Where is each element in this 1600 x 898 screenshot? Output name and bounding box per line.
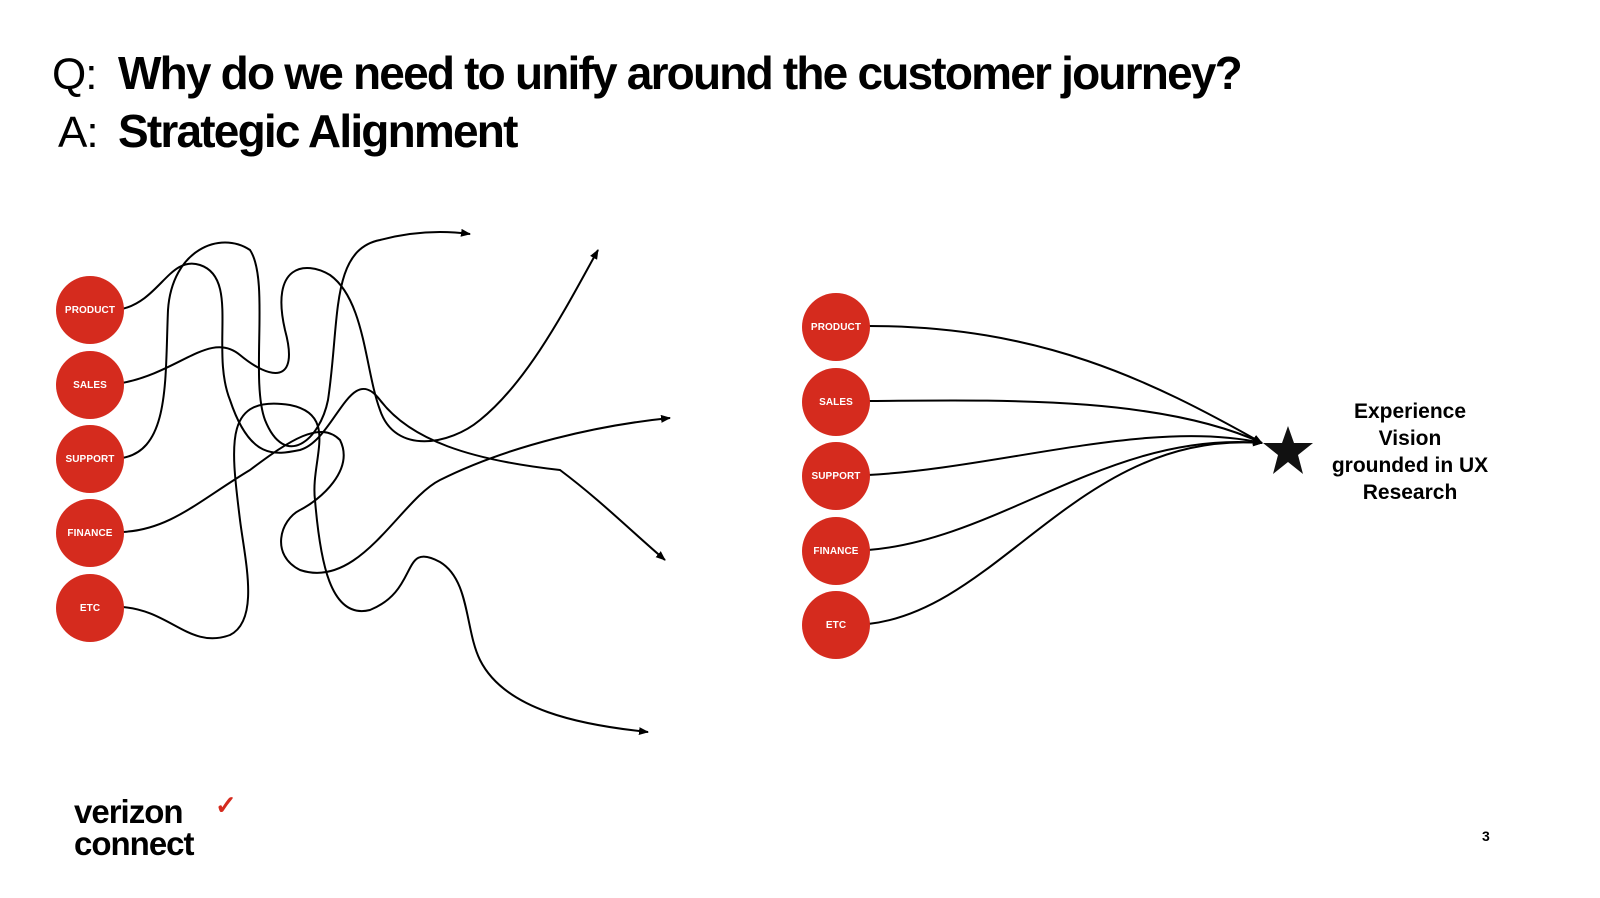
question-prefix: Q: [52,50,97,99]
aligned-path-etc [867,438,1263,625]
aligned-path-sales [867,399,1263,444]
star-icon [1263,426,1313,474]
tangled-path-etc [121,402,649,736]
question-text: Why do we need to unify around the custo… [118,47,1243,99]
left-node-finance: FINANCE [56,499,124,567]
answer-line: A: Strategic Alignment [52,104,518,158]
left-node-support: SUPPORT [56,425,124,493]
left-node-product: PRODUCT [56,276,124,344]
answer-prefix: A: [58,108,99,157]
tangled-path-sales [121,249,599,443]
right-node-sales: SALES [802,368,870,436]
right-node-etc: ETC [802,591,870,659]
right-node-support: SUPPORT [802,442,870,510]
question-line: Q: Why do we need to unify around the cus… [52,46,1243,100]
answer-text: Strategic Alignment [118,105,518,157]
logo-line-2: connect [74,825,195,862]
verizon-connect-logo: verizon ✓ connect [74,790,237,862]
tangled-path-support [121,228,471,459]
right-node-product: PRODUCT [802,293,870,361]
aligned-path-finance [867,438,1263,551]
logo-check-icon: ✓ [215,790,237,820]
aligned-path-product [867,325,1263,444]
left-node-sales: SALES [56,351,124,419]
aligned-path-support [867,435,1263,476]
page-number: 3 [1482,828,1490,844]
logo-line-1: verizon [74,793,184,830]
right-node-finance: FINANCE [802,517,870,585]
tangled-paths [121,228,671,736]
goal-label: Experience Vision grounded in UX Researc… [1331,400,1489,504]
left-node-etc: ETC [56,574,124,642]
tangled-path-product [121,262,666,561]
tangled-path-finance [121,414,671,574]
aligned-paths [867,325,1263,625]
